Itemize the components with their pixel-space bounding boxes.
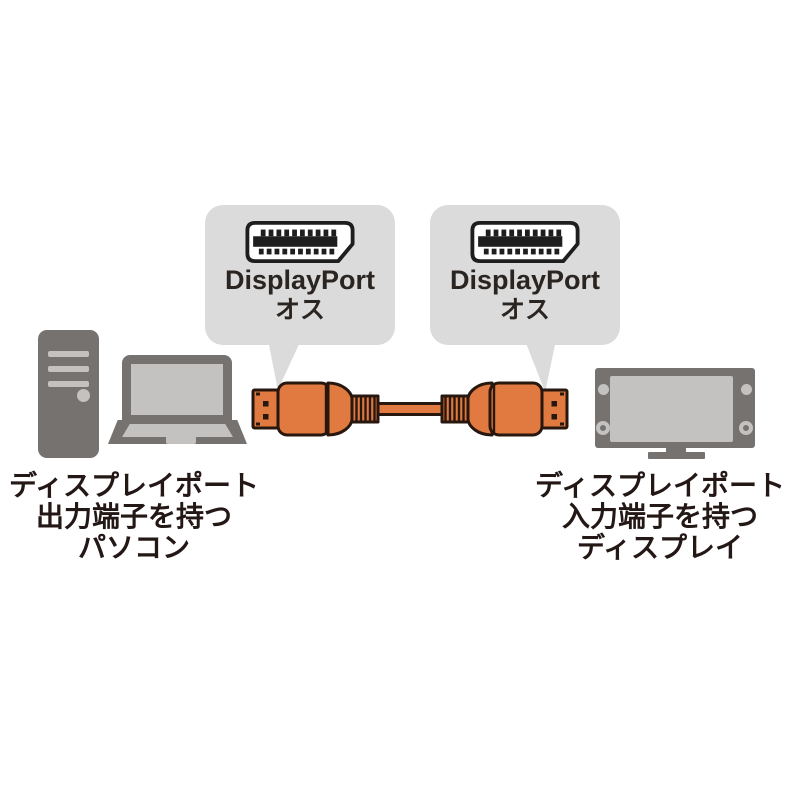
laptop-display-panel [131, 364, 223, 415]
displayport-connector-icon [470, 220, 580, 264]
right-connector-bubble: DisplayPort オス [430, 205, 620, 345]
tower-vent-slat [48, 381, 89, 387]
caption-line: 入力端子を持つ [561, 501, 758, 532]
monitor-dot [598, 384, 609, 395]
cable-left-plug [251, 381, 380, 437]
monitor-ring [739, 421, 753, 435]
right-bubble-label: DisplayPort [449, 265, 601, 295]
desktop-tower-icon [38, 330, 99, 458]
right-bubble-gender-label: オス [499, 296, 550, 324]
monitor-ring [596, 421, 610, 435]
sink-device-caption: ディスプレイポート 入力端子を持つ ディスプレイ [518, 470, 800, 563]
caption-line: 出力端子を持つ [35, 501, 232, 532]
laptop-touchpad [166, 436, 196, 444]
cable-cord [376, 402, 444, 416]
display-monitor-icon [595, 368, 755, 448]
displayport-connector-icon [245, 220, 355, 264]
monitor-dot [741, 384, 752, 395]
caption-line: パソコン [77, 532, 190, 563]
monitor-stand-neck [666, 446, 686, 454]
tower-power-button-icon [77, 389, 90, 402]
monitor-screen [610, 376, 733, 442]
caption-line: ディスプレイ [576, 532, 744, 563]
source-device-caption: ディスプレイポート 出力端子を持つ パソコン [8, 470, 260, 563]
caption-line: ディスプレイポート [534, 470, 786, 501]
tower-vent-slat [48, 366, 89, 372]
tower-vent-slat [48, 351, 89, 357]
laptop-keyboard-deck [122, 424, 233, 437]
laptop-screen-icon [122, 355, 232, 421]
cable-right-plug [440, 381, 569, 437]
displayport-cable [251, 381, 569, 437]
caption-line: ディスプレイポート [8, 470, 260, 501]
left-connector-bubble: DisplayPort オス [205, 205, 395, 345]
left-bubble-gender-label: オス [274, 296, 325, 324]
left-bubble-label: DisplayPort [224, 265, 376, 295]
monitor-stand-base [648, 452, 705, 459]
